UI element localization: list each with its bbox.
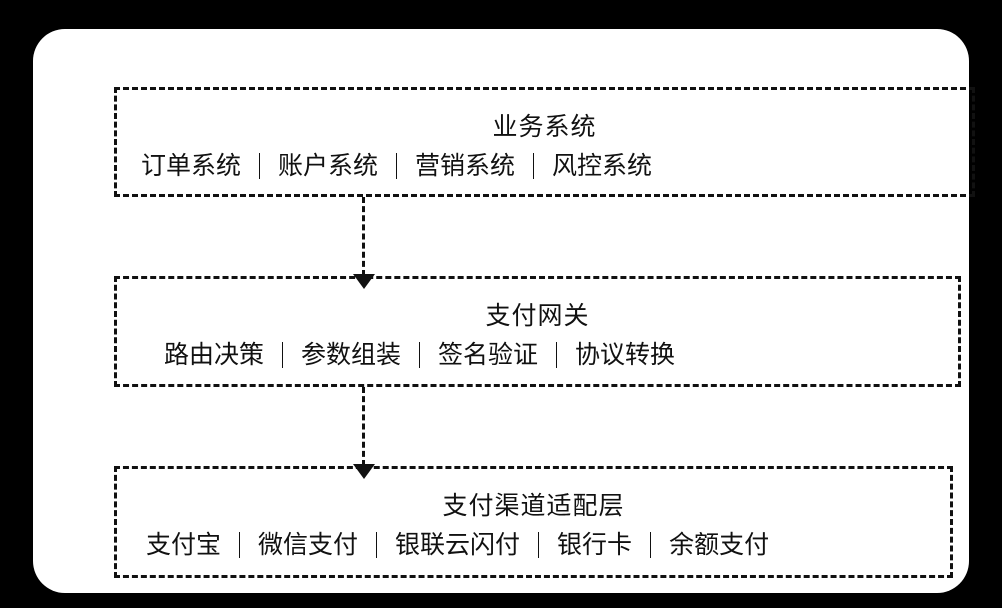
- connector-gateway-to-adapter: [353, 387, 375, 479]
- item-separator: [538, 532, 540, 558]
- layer-title-payment-gateway: 支付网关: [485, 302, 590, 330]
- item-separator: [396, 153, 398, 179]
- layer-item: 账户系统: [278, 152, 379, 180]
- item-separator: [650, 532, 652, 558]
- layer-item: 余额支付: [669, 531, 770, 559]
- item-separator: [239, 532, 241, 558]
- layer-item: 签名验证: [438, 341, 539, 369]
- layer-items-payment-channel-adapter: 支付宝 微信支付 银联云闪付 银行卡 余额支付: [144, 529, 771, 561]
- connector-business-to-gateway: [353, 197, 375, 289]
- layer-box-payment-gateway: 支付网关 路由决策 参数组装 签名验证 协议转换: [114, 276, 961, 387]
- layer-item: 风控系统: [552, 152, 653, 180]
- diagram-panel: 业务系统 订单系统 账户系统 营销系统 风控系统 支付网关 路由决策 参数组装: [33, 29, 975, 593]
- layer-item: 银联云闪付: [395, 531, 521, 559]
- layer-box-payment-channel-adapter: 支付渠道适配层 支付宝 微信支付 银联云闪付 银行卡 余额支付: [114, 466, 953, 578]
- item-separator: [533, 153, 535, 179]
- layer-item: 支付宝: [146, 531, 222, 559]
- layer-item: 营销系统: [415, 152, 516, 180]
- layer-item: 订单系统: [141, 152, 242, 180]
- item-separator: [376, 532, 378, 558]
- layer-box-business-system: 业务系统 订单系统 账户系统 营销系统 风控系统: [114, 87, 975, 197]
- layer-item: 银行卡: [557, 531, 633, 559]
- connector-line: [362, 197, 365, 276]
- layer-items-payment-gateway: 路由决策 参数组装 签名验证 协议转换: [162, 339, 677, 371]
- layer-item: 微信支付: [258, 531, 359, 559]
- item-separator: [556, 342, 558, 368]
- layer-item: 协议转换: [575, 341, 676, 369]
- connector-line: [362, 387, 365, 466]
- layer-item: 参数组装: [301, 341, 402, 369]
- layer-title-payment-channel-adapter: 支付渠道适配层: [442, 492, 625, 520]
- layer-item: 路由决策: [164, 341, 265, 369]
- item-separator: [419, 342, 421, 368]
- layer-title-business-system: 业务系统: [492, 113, 597, 141]
- item-separator: [259, 153, 261, 179]
- item-separator: [282, 342, 284, 368]
- layer-items-business-system: 订单系统 账户系统 营销系统 风控系统: [139, 150, 654, 182]
